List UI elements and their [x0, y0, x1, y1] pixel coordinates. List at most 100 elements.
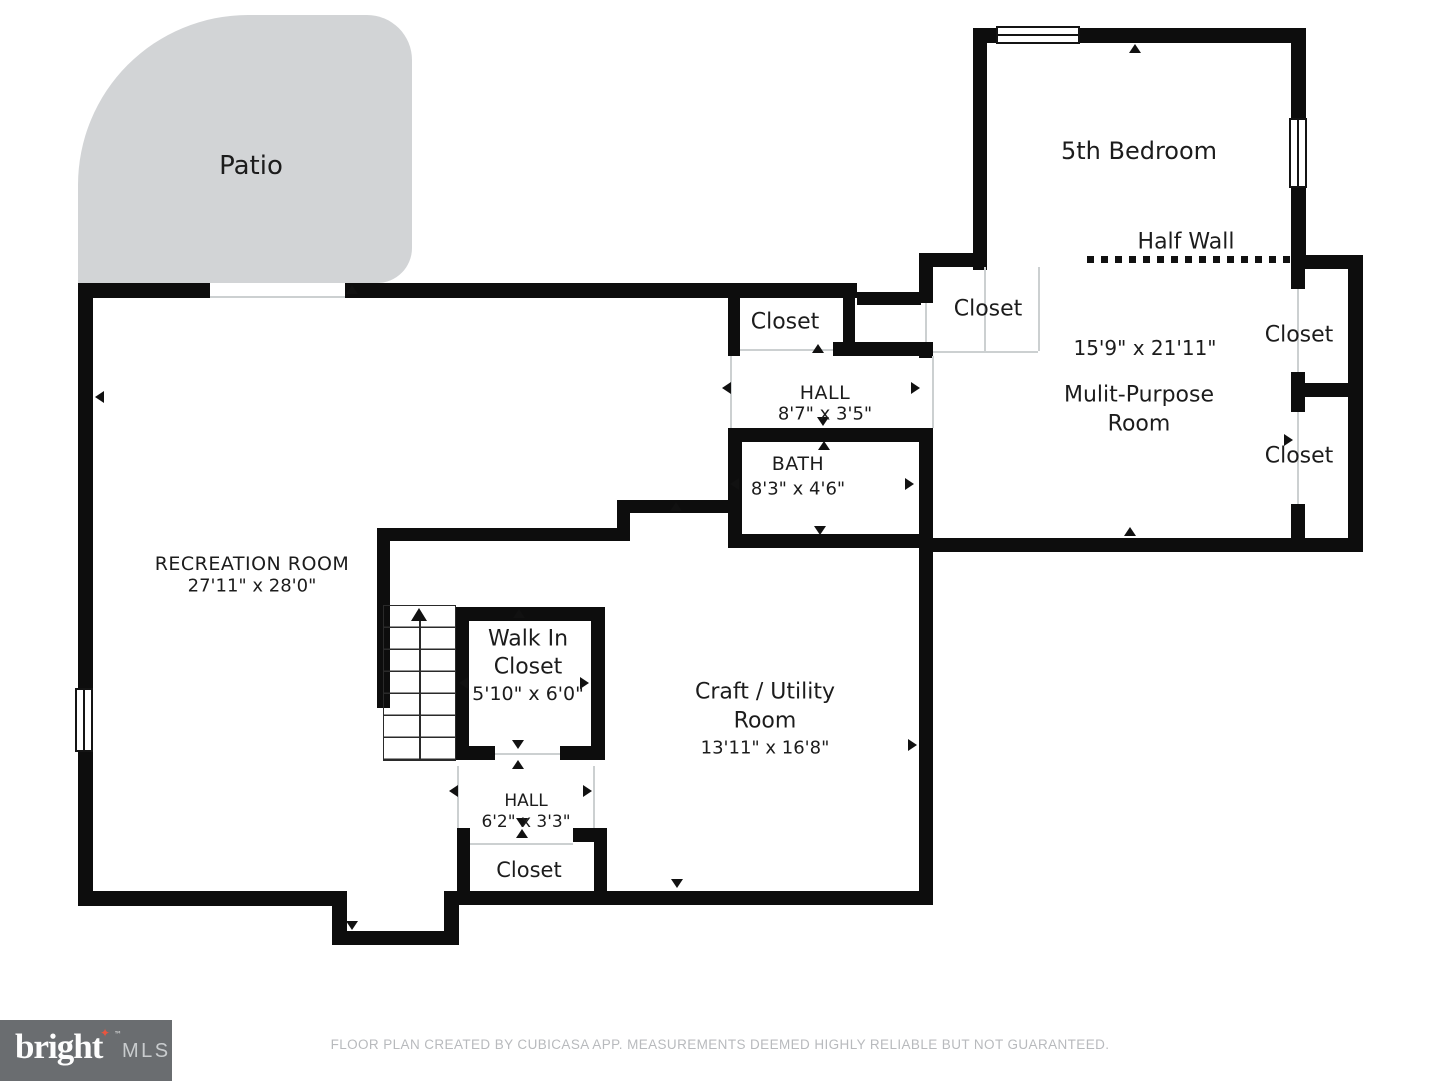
door-arrow-icon	[516, 818, 528, 827]
opening-line	[495, 753, 560, 755]
wall-segment	[78, 283, 93, 905]
wall-segment	[919, 342, 933, 358]
wall-segment	[573, 828, 607, 842]
window-pane-line	[1297, 120, 1299, 186]
door-arrow-icon	[513, 609, 525, 618]
closet-label-bottom: Closet	[496, 858, 562, 882]
wall-segment	[78, 891, 345, 906]
door-arrow-icon	[818, 441, 830, 450]
door-arrow-icon	[1124, 527, 1136, 536]
craft-utility-label: Craft / Utility	[695, 679, 835, 705]
wall-segment	[1302, 383, 1363, 397]
room-label-patio: Patio	[219, 151, 283, 181]
hall-bottom-label: HALL	[504, 791, 548, 811]
closet-label-right-upper: Closet	[1264, 322, 1334, 348]
wall-segment	[728, 283, 740, 356]
opening-line	[470, 843, 573, 845]
opening-line	[1038, 267, 1040, 351]
recreation-room-label: RECREATION ROOM	[154, 553, 350, 575]
brand-logo-background	[0, 1020, 172, 1081]
door-arrow-icon	[512, 760, 524, 769]
wall-segment	[345, 283, 857, 298]
wall-segment	[1291, 372, 1305, 412]
door-arrow-icon	[583, 785, 592, 797]
walk-in-closet-dims: 5'10" x 6'0"	[472, 683, 584, 705]
stairs-center-line	[419, 612, 421, 760]
opening-line	[1297, 289, 1299, 372]
door-arrow-icon	[730, 478, 739, 490]
wall-segment	[332, 931, 459, 945]
window-marker	[1289, 118, 1307, 188]
wall-segment	[728, 428, 920, 442]
door-arrow-icon	[1284, 434, 1293, 446]
door-arrow-icon	[346, 921, 358, 930]
stairs-up-arrow-icon	[411, 608, 427, 621]
wall-segment	[455, 746, 495, 760]
wall-segment	[377, 528, 630, 541]
wall-segment	[459, 891, 933, 905]
door-arrow-icon	[346, 285, 358, 294]
wall-segment	[919, 253, 933, 303]
closet-label-right-lower: Closet	[1264, 443, 1334, 469]
window-marker	[75, 688, 93, 752]
closet-label-mid: Closet	[953, 296, 1023, 322]
door-arrow-icon	[817, 417, 829, 426]
opening-line	[730, 356, 732, 428]
room-label-multi-purpose-2: Room	[1107, 411, 1171, 437]
wall-segment	[1348, 255, 1363, 552]
door-arrow-icon	[1129, 44, 1141, 53]
door-arrow-icon	[95, 391, 104, 403]
door-arrow-icon	[908, 739, 917, 751]
multi-purpose-dims: 15'9" x 21'11"	[1073, 336, 1217, 360]
opening-line	[457, 766, 459, 828]
door-arrow-icon	[670, 502, 682, 511]
patio-area	[78, 15, 412, 283]
bath-label: BATH	[771, 453, 825, 475]
wall-segment	[843, 283, 855, 356]
hall-top-dims: 8'7" x 3'5"	[777, 403, 873, 425]
wall-segment	[857, 292, 921, 305]
door-arrow-icon	[580, 677, 589, 689]
wall-segment	[973, 28, 987, 270]
brand-logo-bright: bright	[15, 1027, 103, 1066]
hall-top-label: HALL	[799, 382, 851, 404]
wall-segment	[591, 607, 605, 760]
brand-star-icon: ✦	[100, 1026, 111, 1040]
opening-line	[932, 356, 934, 428]
door-arrow-icon	[512, 740, 524, 749]
wall-segment	[919, 253, 985, 267]
craft-utility-dims: 13'11" x 16'8"	[700, 737, 830, 759]
opening-line	[210, 296, 345, 298]
door-arrow-icon	[911, 382, 920, 394]
door-arrow-icon	[814, 526, 826, 535]
door-arrow-icon	[812, 344, 824, 353]
wall-segment	[833, 342, 923, 356]
recreation-room-dims: 27'11" x 28'0"	[187, 575, 317, 597]
wall-segment	[919, 538, 1363, 552]
wall-segment	[919, 428, 933, 905]
opening-line	[933, 351, 1038, 353]
door-arrow-icon	[671, 879, 683, 888]
half-wall-dotted-line	[1087, 256, 1291, 263]
door-arrow-icon	[905, 478, 914, 490]
wall-segment	[78, 283, 210, 298]
door-arrow-icon	[516, 829, 528, 838]
wall-segment	[455, 607, 605, 621]
opening-line	[593, 766, 595, 828]
door-arrow-icon	[449, 785, 458, 797]
opening-line	[925, 303, 927, 342]
wall-segment	[457, 828, 470, 905]
wall-segment	[1291, 255, 1363, 269]
wall-segment	[444, 891, 459, 945]
wall-segment	[728, 534, 933, 548]
wall-segment	[594, 842, 607, 905]
floor-plan-disclaimer: FLOOR PLAN CREATED BY CUBICASA APP. MEAS…	[330, 1037, 1110, 1052]
window-pane-line	[998, 34, 1078, 36]
room-label-5th-bedroom: 5th Bedroom	[1060, 137, 1218, 165]
window-marker	[996, 26, 1080, 44]
opening-line	[740, 349, 833, 351]
opening-line	[1297, 412, 1299, 504]
craft-utility-label-2: Room	[733, 708, 797, 734]
hall-bottom-dims: 6'2" x 3'3"	[481, 812, 571, 832]
